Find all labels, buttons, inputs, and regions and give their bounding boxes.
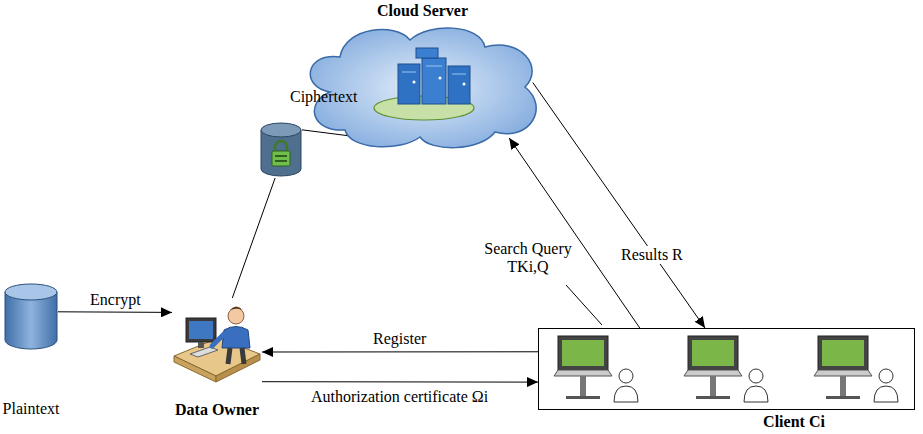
plaintext-database: Plaintext xyxy=(4,283,58,350)
node-label: Data Owner xyxy=(147,401,287,419)
client-group: Client Ci xyxy=(538,328,915,410)
cloud-server-icon xyxy=(300,22,545,150)
plaintext-database-icon xyxy=(4,283,58,350)
node-label: Client Ci xyxy=(719,413,869,431)
edge-label: Results R xyxy=(619,246,685,264)
data-owner-icon xyxy=(172,298,262,388)
leader-line xyxy=(566,285,602,325)
arrow-connector xyxy=(232,178,275,298)
ciphertext-database: Ciphertext xyxy=(260,122,302,178)
arrow-connector xyxy=(509,138,640,328)
edge-label: Encrypt xyxy=(90,291,141,309)
cloud-server: Cloud Server xyxy=(300,0,545,150)
edge-label: Register xyxy=(373,330,426,348)
node-label: Ciphertext xyxy=(290,88,358,106)
data-owner: Data Owner xyxy=(172,298,262,388)
node-label: Plaintext xyxy=(0,400,68,418)
arrow-connector xyxy=(533,83,705,329)
arrow-connector xyxy=(58,311,172,313)
node-label: Cloud Server xyxy=(300,0,545,20)
ciphertext-database-icon xyxy=(260,122,302,178)
client-group-icon xyxy=(538,328,915,410)
edge-label: Search Query TKi,Q xyxy=(478,240,578,277)
arrow-connector xyxy=(262,351,538,352)
edge-label: Authorization certificate Ωi xyxy=(311,388,488,406)
arrow-connector xyxy=(262,381,538,382)
